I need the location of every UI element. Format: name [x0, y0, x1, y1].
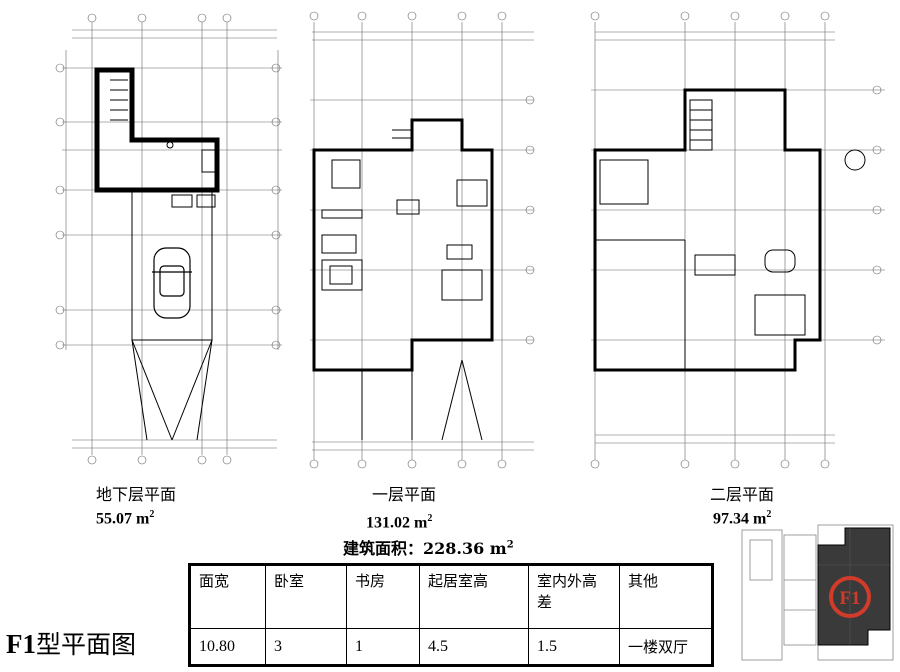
spec-header-cell: 室内外高差: [528, 564, 620, 629]
second-floor-plan: [585, 10, 890, 470]
second-area-value: 97.34 m: [713, 510, 767, 528]
second-plan-area: 97.34 m2: [713, 509, 771, 528]
spec-value-cell: 1: [346, 628, 420, 666]
basement-floor-plan: [52, 10, 292, 470]
spec-header-cell: 卧室: [265, 564, 347, 629]
second-area-unit-sup: 2: [766, 509, 772, 520]
spec-value-cell: 4.5: [419, 628, 529, 666]
spec-header-cell: 书房: [346, 564, 420, 629]
total-building-area: 建筑面积：228.36 m2: [343, 535, 514, 559]
first-floor-plan: [302, 10, 542, 470]
type-code: F1: [6, 629, 36, 659]
basement-plan-title: 地下层平面: [96, 485, 177, 504]
spec-table: 面宽 卧室 书房 起居室高 室内外高差 其他 10.80 3 1 4.5 1.5…: [188, 563, 714, 667]
key-map-label: F1: [839, 588, 860, 609]
spec-value-cell: 一楼双厅: [619, 628, 713, 666]
basement-plan-area: 55.07 m2: [96, 509, 154, 528]
first-plan-area: 131.02 m2: [366, 513, 432, 532]
second-plan-title: 二层平面: [710, 485, 775, 504]
basement-area-value: 55.07 m: [96, 510, 150, 528]
basement-area-unit-sup: 2: [149, 509, 155, 520]
spec-header-row: 面宽 卧室 书房 起居室高 室内外高差 其他: [189, 564, 713, 629]
first-area-value: 131.02 m: [366, 514, 428, 532]
spec-value-row: 10.80 3 1 4.5 1.5 一楼双厅: [189, 628, 713, 666]
spec-value-cell: 10.80: [189, 628, 266, 666]
spec-value-cell: 1.5: [528, 628, 620, 666]
first-area-unit-sup: 2: [427, 513, 433, 524]
total-area-unit-sup: 2: [506, 539, 514, 551]
spec-value-cell: 3: [265, 628, 347, 666]
spec-header-cell: 面宽: [189, 564, 266, 629]
type-title: F1型平面图: [6, 625, 136, 661]
spec-header-cell: 起居室高: [419, 564, 529, 629]
site-key-map: F1: [740, 520, 895, 665]
type-title-text: 型平面图: [36, 630, 137, 659]
total-area-value: 建筑面积：228.36 m: [343, 539, 507, 558]
spec-header-cell: 其他: [619, 564, 713, 629]
first-plan-title: 一层平面: [372, 485, 437, 504]
